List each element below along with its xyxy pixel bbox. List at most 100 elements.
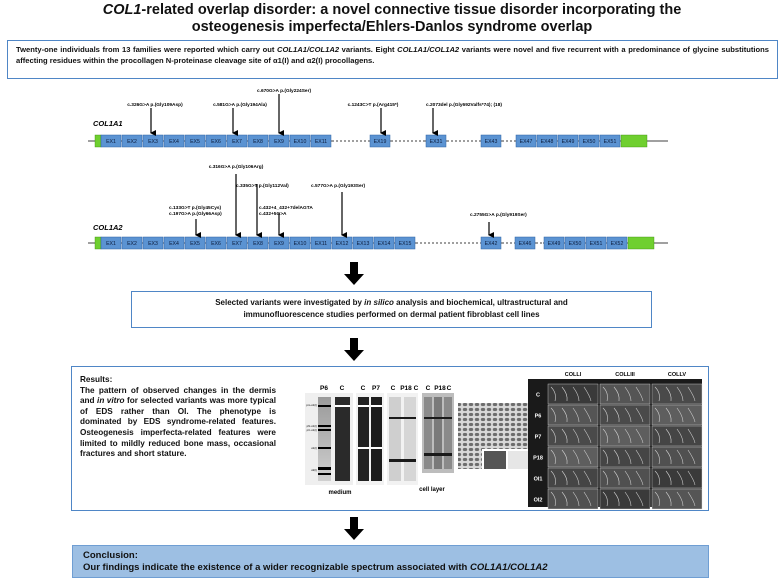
title-line-1: COL1-related overlap disorder: a novel c… [0,2,784,19]
gel-band [318,447,331,449]
abstract-part-3: variants were novel and five recurrent w… [16,45,770,65]
col1a1-exon-EX10 [289,134,311,148]
if-fiber [635,449,644,465]
col1a2-exon-label: EX51 [590,241,603,247]
results-part-2: for selected variants was more typical o… [80,396,276,459]
gel-medium-label: medium [328,490,351,496]
title-gene: COL1 [102,2,142,18]
results-text: Results: The pattern of observed changes… [80,375,276,460]
col1a2-variant-label: c.133G>T p.(Gly45Cys) [169,205,222,211]
if-fiber [624,449,632,465]
col1a2-exon-EX4 [163,236,185,250]
if-fiber [613,407,620,423]
gel-lane-label: C [340,385,345,392]
if-fiber [561,386,568,402]
down-arrow-1-icon [344,262,364,285]
if-fiber [602,407,608,423]
col1a2-exon-EX13 [352,236,374,250]
if-fiber [687,428,696,444]
gel-lane-1 [318,397,331,481]
col1a1-exon-EX51 [599,134,621,148]
col1a1-exon-label: EX51 [604,139,617,145]
col1a1-exon-EX5 [184,134,206,148]
if-fiber [550,470,556,486]
methods-em: in silico [364,298,394,307]
col1a1-exon-EX47 [515,134,537,148]
if-fiber [583,407,592,423]
col1a2-gap-2 [536,241,543,245]
col1a1-exon-label: EX2 [127,139,137,145]
col1a1-exon-label: EX1 [106,139,116,145]
if-fiber [635,428,644,444]
col1a2-exon-EX51 [585,236,607,250]
col1a1-exon-EX4 [163,134,185,148]
gel-lane-label: C [391,385,396,392]
col1a1-exon-label: EX31 [430,139,443,145]
if-fiber [572,428,580,444]
if-fiber [550,491,556,507]
gel-lane-label: P18 [434,385,446,392]
if-row-label: P18 [533,456,543,462]
if-fiber [676,449,684,465]
if-fiber [583,386,592,402]
gel-lane-7 [424,397,432,469]
gel-band [318,473,331,475]
gel-band [335,405,350,407]
methods-line-1: Selected variants were investigated by i… [132,297,651,309]
if-fiber [665,407,672,423]
if-fiber [613,428,620,444]
if-fiber [665,470,672,486]
if-fiber [572,491,580,507]
em-micrograph-inset-2 [508,451,532,469]
if-row-label: P6 [535,414,542,420]
gel-cell-layer-label: cell layer [419,487,445,493]
col1a1-exon-EX49 [557,134,579,148]
conclusion-body: Our findings indicate the existence of a… [83,562,698,574]
gel-band-label: pN-α1(I) [307,424,317,428]
col1a1-gene-label: COL1A1 [93,119,123,128]
col1a2-exon-EX52 [606,236,628,250]
col1a2-exon-label: EX46 [519,241,532,247]
col1a2-variant-label: c.316G>A p.(Gly106Arg) [209,164,264,170]
abstract-part-1: Twenty-one individuals from 13 families … [16,45,278,54]
col1a1-exon-label: EX47 [520,139,533,145]
col1a2-exon-label: EX10 [294,241,307,247]
if-fiber [550,386,556,402]
if-fiber [613,386,620,402]
if-fiber [654,470,660,486]
col1a2-exon-EX1 [100,236,122,250]
results-em: in vitro [97,396,125,406]
if-fiber [676,491,684,507]
results-body: The pattern of observed changes in the d… [80,386,276,460]
col1a2-variant-label: c.577G>A p.(Gly193Ser) [311,183,365,189]
if-fiber [572,386,580,402]
if-fiber [654,449,660,465]
if-fiber [602,449,608,465]
abstract-box: Twenty-one individuals from 13 families … [7,40,778,79]
down-arrow-3 [343,517,365,546]
gel-lane-label: C [361,385,366,392]
gel-band-group [318,405,331,475]
gel-lane-label: C [414,385,419,392]
gel-lane-label: P18 [400,385,412,392]
gel-lane-4 [371,397,382,481]
gel-band [318,429,331,431]
if-fiber [561,407,568,423]
col1a2-exon-EX3 [142,236,164,250]
col1a2-exon-label: EX12 [336,241,349,247]
gel-lane-5 [389,397,401,481]
col1a1-exon-EX6 [205,134,227,148]
results-heading: Results: [80,375,113,384]
gel-band [318,425,331,427]
col1a1-exon-label: EX4 [169,139,179,145]
col1a2-exon-EX49 [543,236,565,250]
if-fiber [602,428,608,444]
if-fiber [676,428,684,444]
col1a1-variant-label: c.581G>A p.(Gly194Ala) [213,102,267,108]
col1a2-exon-label: EX52 [611,241,624,247]
if-fiber [602,470,608,486]
abstract-part-4: and [289,56,307,65]
